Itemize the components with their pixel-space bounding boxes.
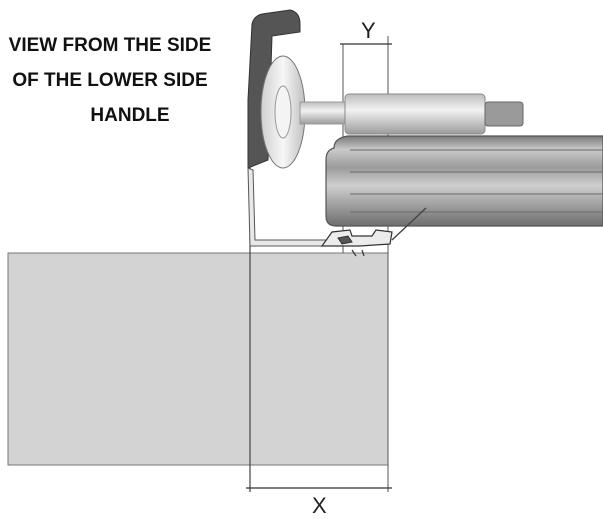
caption-line-2: OF THE LOWER SIDE: [12, 70, 208, 91]
rail-profile: [325, 135, 603, 227]
y-dimension-label: Y: [361, 18, 376, 43]
x-dimension-label: X: [312, 493, 327, 518]
latch-clip: [320, 229, 393, 247]
right-panel: [249, 252, 389, 466]
bracket-sheet: [247, 167, 331, 247]
view-caption: VIEW FROM THE SIDE OF THE LOWER SIDE HAN…: [0, 28, 260, 133]
left-panel: [7, 252, 251, 466]
latch-spring: [391, 207, 427, 241]
axle-body: [344, 93, 486, 135]
latch-detail-2: [361, 249, 365, 257]
latch-detail-1: [351, 249, 357, 257]
caption-line-3: HANDLE: [90, 105, 170, 126]
axle-thin-left: [299, 101, 349, 125]
caption-line-1: VIEW FROM THE SIDE: [8, 35, 212, 56]
latch-hook: [337, 235, 353, 245]
axle-tip: [484, 101, 524, 127]
wheel-hub: [274, 85, 292, 139]
